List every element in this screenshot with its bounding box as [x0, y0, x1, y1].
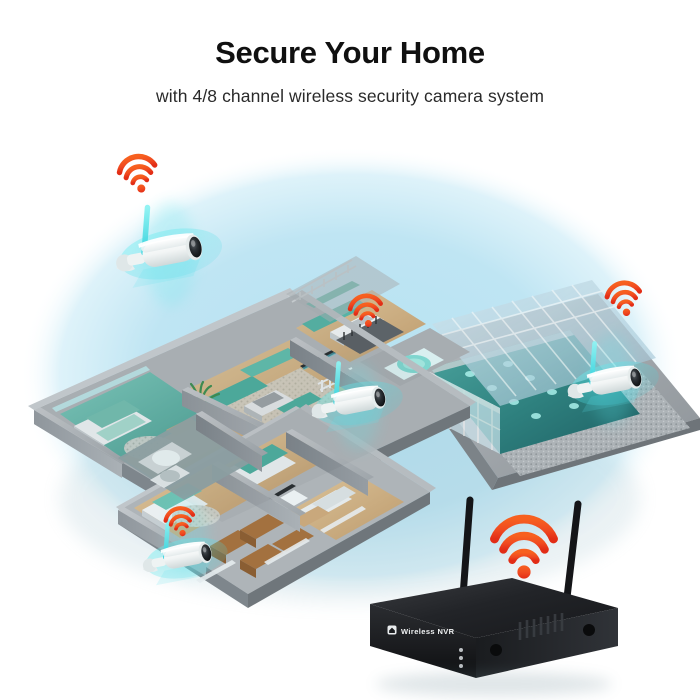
nvr-port: [490, 644, 502, 656]
page-subtitle: with 4/8 channel wireless security camer…: [156, 86, 544, 106]
camera-group: [106, 153, 663, 587]
wireless-camera-top-left: [106, 153, 227, 306]
nvr-device: Wireless NVR: [370, 496, 618, 696]
nvr-side-panel: [476, 608, 618, 678]
wireless-camera-center: [303, 293, 407, 450]
house-model: [28, 256, 700, 608]
nvr-brand: Wireless NVR: [387, 625, 455, 636]
house-logo-icon: [387, 625, 397, 635]
nvr-led-group: [459, 648, 463, 668]
nvr-front-panel: [370, 604, 476, 678]
mid-utility-block: [118, 411, 268, 500]
page-title: Secure Your Home: [215, 35, 485, 70]
wireless-camera-bottom-left: [135, 500, 231, 587]
nvr-vents: [518, 613, 564, 640]
wifi-icon: [117, 153, 160, 196]
nvr-top-panel: [370, 578, 618, 638]
nvr-antenna-right: [562, 500, 582, 610]
nvr-port: [583, 624, 595, 636]
nvr-label: Wireless NVR: [401, 627, 455, 636]
house-illustration: Wireless NVR: [0, 118, 700, 700]
wireless-camera-right: [559, 280, 663, 426]
